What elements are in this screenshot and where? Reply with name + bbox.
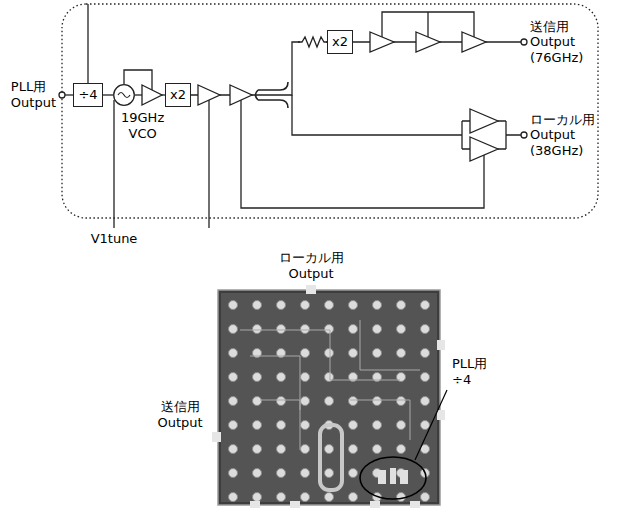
signal-wire — [103, 94, 113, 95]
splitter-symbol — [256, 82, 289, 108]
bond-tab — [212, 432, 221, 442]
vco-outline — [113, 84, 135, 106]
amplifier-symbol — [470, 137, 498, 161]
pad-label: 送信用 Output — [157, 399, 202, 430]
bump-grid — [221, 293, 437, 502]
divider-circuit — [390, 468, 396, 484]
bond-tab — [290, 501, 300, 508]
wire — [87, 4, 88, 95]
callout-ellipse — [360, 457, 426, 499]
terminal-label: ローカル用 Output (38GHz) — [530, 112, 595, 159]
sine-symbol — [118, 93, 130, 98]
divider-circuit — [378, 470, 386, 484]
divider-box: ÷4 — [73, 83, 103, 107]
doubler-box: x2 — [327, 30, 353, 54]
doubler-box: x2 — [165, 83, 191, 107]
bias-wire — [427, 12, 428, 37]
chip-photo — [218, 290, 440, 505]
tune-wire — [113, 100, 114, 228]
pad-label: ローカル用 Output — [279, 250, 344, 281]
module-frame — [62, 4, 598, 218]
wire — [292, 95, 462, 135]
resistor-symbol — [298, 37, 328, 47]
bias-wire — [241, 100, 484, 208]
amplifier-symbol — [230, 85, 252, 105]
block-label: ÷4 — [78, 88, 97, 103]
terminal-label: PLL用 Output — [11, 79, 56, 110]
callout-label: PLL用 ÷4 — [452, 356, 487, 387]
amplifier-symbol — [416, 32, 440, 52]
bond-tab — [437, 340, 445, 350]
bond-tab — [306, 285, 316, 294]
terminal-dot — [521, 132, 527, 138]
bond-tab — [250, 501, 260, 508]
amplifier-symbol — [142, 85, 162, 105]
vco-label: 19GHz VCO — [121, 110, 164, 141]
signal-wire — [191, 42, 327, 95]
chip-trace — [320, 425, 342, 490]
amplifier-symbol — [370, 32, 394, 52]
terminal-label: 送信用 Output (76GHz) — [530, 19, 583, 66]
block-label: x2 — [332, 35, 348, 50]
divider-circuit — [400, 470, 408, 484]
vco-circle-outline — [114, 85, 135, 106]
pin-label: V1tune — [91, 231, 138, 247]
bond-tab — [370, 501, 380, 508]
bias-wire — [208, 100, 209, 228]
leader-line — [415, 390, 447, 460]
chip-trace — [240, 320, 420, 450]
bias-wire — [382, 12, 474, 37]
terminal-dot — [59, 92, 65, 98]
terminal-dot — [521, 39, 527, 45]
vco-circle: 19GHz VCO — [113, 84, 135, 106]
amplifier-symbol — [198, 85, 220, 105]
bond-tab — [437, 410, 445, 420]
block-label: x2 — [170, 88, 186, 103]
amplifier-symbol — [470, 109, 498, 133]
amplifier-symbol — [462, 32, 486, 52]
bond-tab — [410, 501, 420, 508]
